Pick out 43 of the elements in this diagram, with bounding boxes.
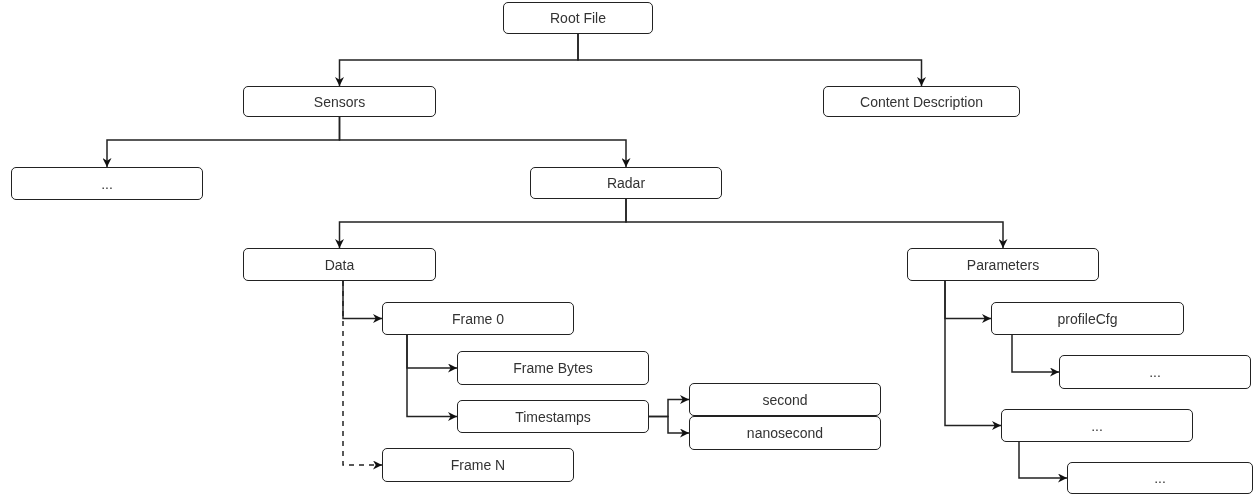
node-label: Parameters (966, 256, 1040, 273)
arrow (944, 280, 1002, 430)
tree-node-box (457, 400, 649, 433)
node-label: ... (101, 175, 113, 192)
tree-node-box (823, 86, 1020, 117)
tree-node-box (503, 2, 653, 34)
arrow (577, 33, 926, 87)
node-label: profileCfg (1057, 310, 1118, 327)
tree-node-box (243, 248, 436, 281)
node-label: ... (1149, 364, 1161, 380)
node-label: second (762, 391, 808, 408)
tree-node-box (11, 167, 203, 200)
node-label: Data (324, 256, 355, 273)
arrow (625, 198, 1008, 249)
tree-node-box (530, 167, 722, 199)
arrow (1011, 334, 1060, 377)
node-label: ... (1091, 417, 1103, 434)
tree-node-box (1059, 355, 1251, 389)
arrow (406, 334, 458, 421)
node-label: Frame Bytes (513, 360, 593, 376)
tree-node-box (1001, 409, 1193, 442)
tree-node-box (689, 383, 881, 416)
tree-node-box (907, 248, 1099, 281)
tree-node-box (382, 302, 574, 335)
node-label: Frame 0 (451, 310, 505, 327)
tree-node-box (689, 416, 881, 450)
node-label: Sensors (313, 93, 366, 110)
node-label: ... (1154, 470, 1166, 486)
tree-node-box (243, 86, 436, 117)
node-label: nanosecond (746, 425, 824, 441)
node-label: Radar (606, 175, 646, 191)
arrow (648, 415, 690, 438)
node-label: Timestamps (515, 408, 591, 425)
arrow (1018, 441, 1068, 483)
node-label: Frame N (450, 457, 506, 473)
tree-node-box (991, 302, 1184, 335)
node-label: Root File (550, 10, 606, 26)
tree-node-box (382, 448, 574, 482)
arrow (338, 116, 631, 168)
node-label: Content Description (860, 93, 983, 110)
tree-node-box (457, 351, 649, 385)
tree-node-box (1067, 462, 1253, 494)
arrow (342, 280, 383, 323)
